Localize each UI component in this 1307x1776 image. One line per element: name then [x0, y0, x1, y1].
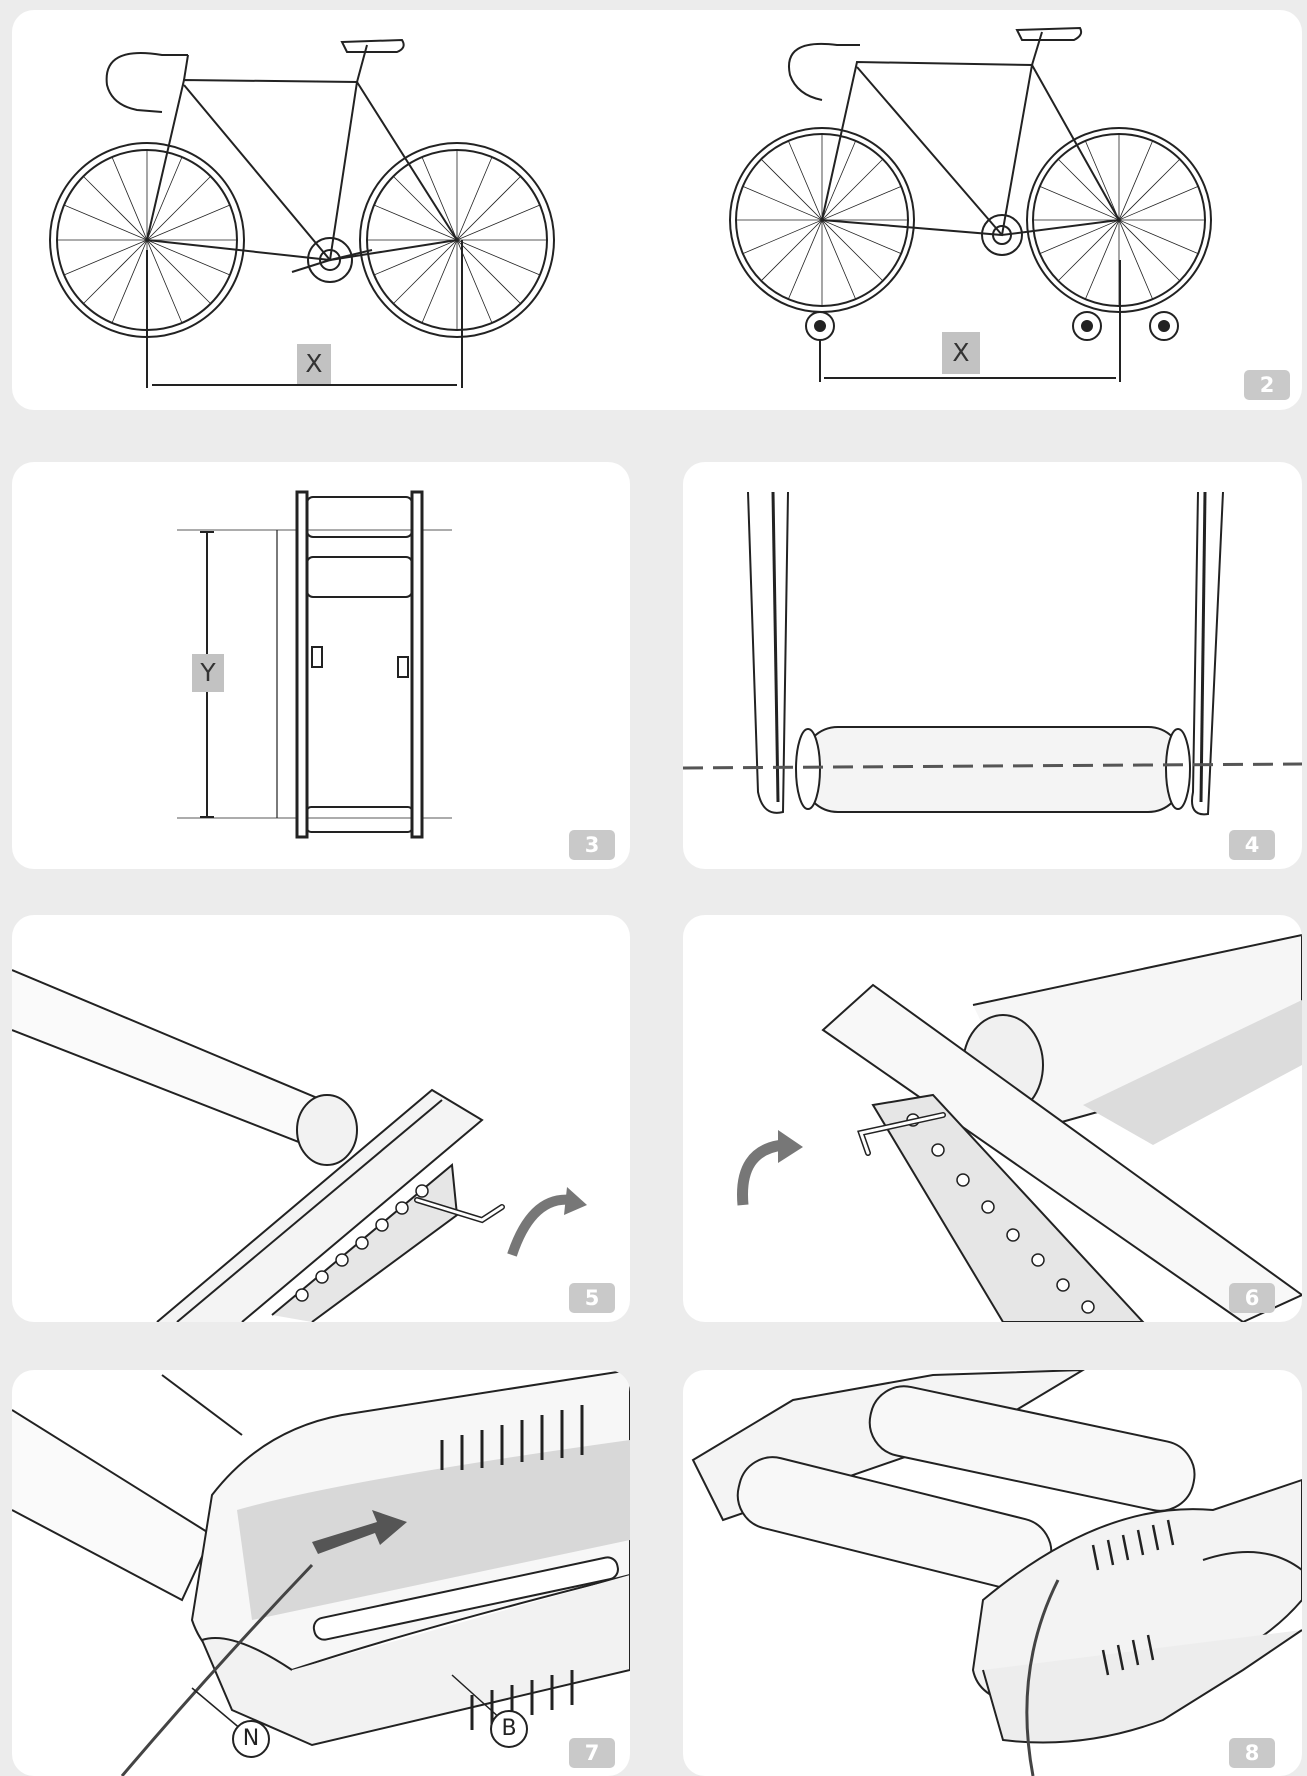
panel-step-2: X X 2 [12, 10, 1302, 410]
training-wheel-icon [805, 311, 1179, 341]
cable-icon [120, 1563, 314, 1776]
panel-step-7: B N 7 [12, 1370, 630, 1776]
step-badge: 4 [1229, 830, 1275, 860]
step-badge: 8 [1229, 1738, 1275, 1768]
rotate-arrow-icon [507, 1194, 573, 1257]
hex-key-insert-illustration [12, 969, 587, 1322]
dimension-label-x-right: X [942, 332, 980, 374]
push-arrow-icon [312, 1510, 407, 1554]
roller-frame-icon [177, 490, 452, 839]
assembled-rollers-illustration [691, 1370, 1302, 1776]
step-badge: 3 [569, 830, 615, 860]
step-badge: 6 [1229, 1283, 1275, 1313]
bicycle-icon [49, 26, 1212, 388]
callout-n: N [232, 1720, 270, 1758]
panel-step-5: 5 [12, 915, 630, 1322]
step-badge: 2 [1244, 370, 1290, 400]
panel-step-3: Y 3 [12, 462, 630, 869]
panel-step-8: 8 [683, 1370, 1302, 1776]
bicycle-measurement-illustration [49, 26, 1212, 388]
cable-icon [1025, 1579, 1060, 1776]
cable-connection-illustration [12, 1370, 630, 1776]
roller-frame-top-view [177, 490, 452, 839]
dimension-label-y: Y [192, 654, 224, 692]
step-badge: 5 [569, 1283, 615, 1313]
callout-b: B [490, 1710, 528, 1748]
dimension-label-x-left: X [297, 344, 331, 384]
rotate-arrow-icon [737, 1139, 784, 1206]
roller-alignment-illustration [683, 491, 1302, 816]
panel-step-4: 4 [683, 462, 1302, 869]
hex-key-rotate-illustration [737, 933, 1302, 1322]
panel-step-6: 6 [683, 915, 1302, 1322]
step-badge: 7 [569, 1738, 615, 1768]
